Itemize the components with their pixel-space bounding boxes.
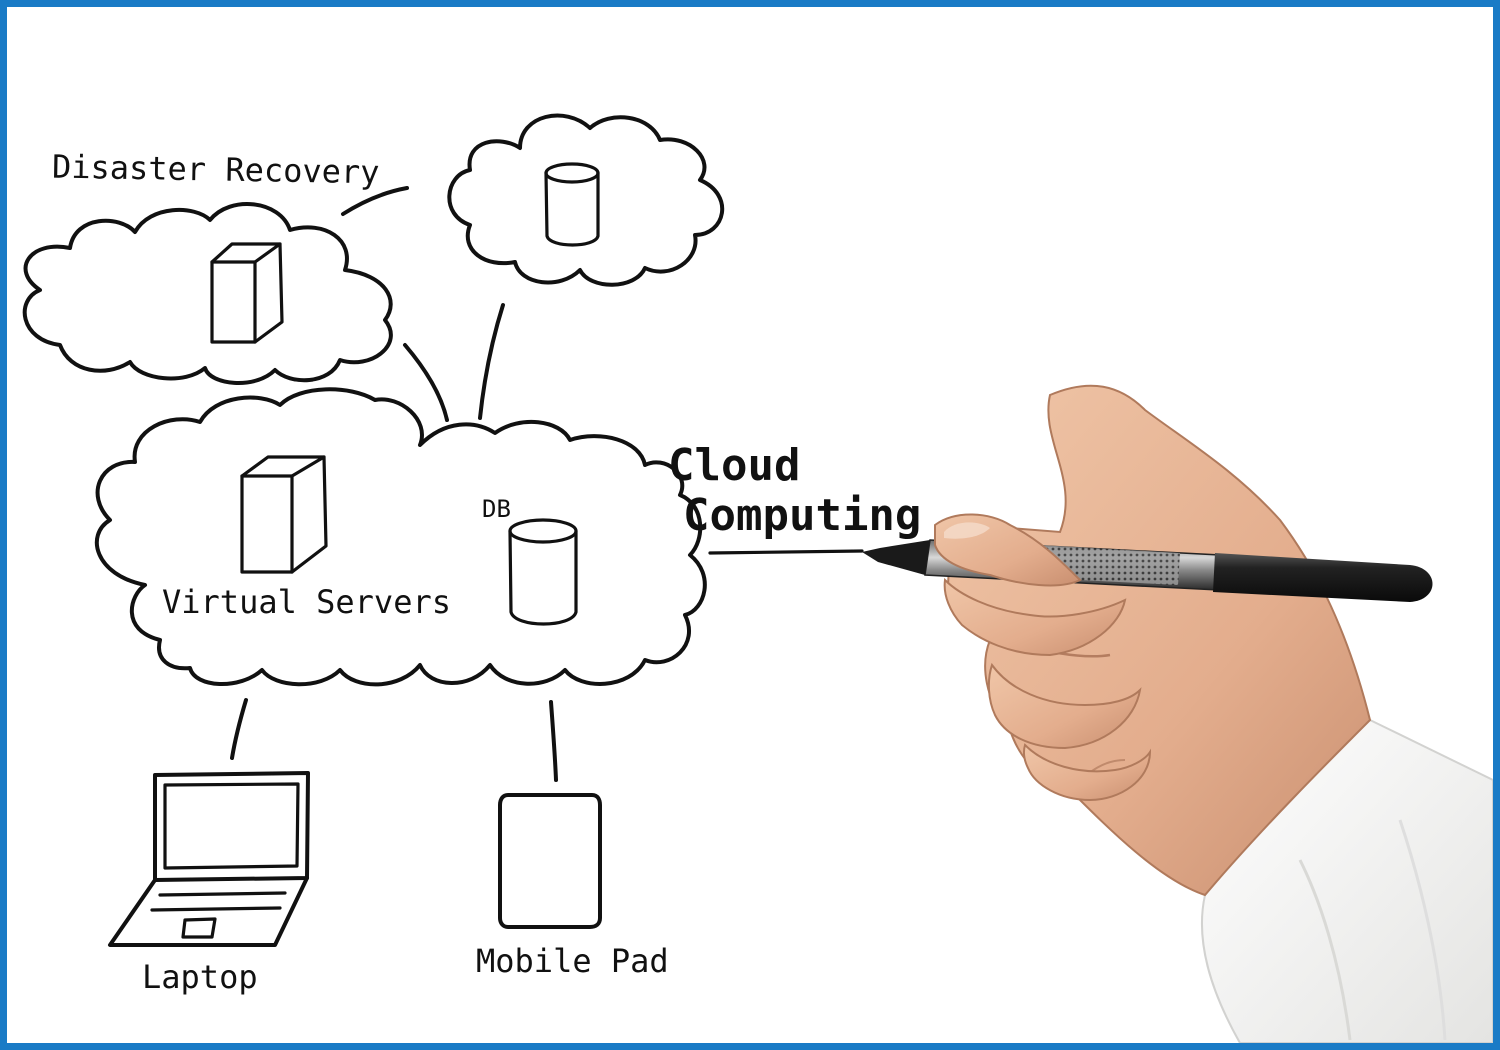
database-cloud xyxy=(447,113,725,287)
label-disaster-recovery: Disaster Recovery xyxy=(52,148,380,192)
pen-cap xyxy=(1213,553,1433,602)
hand-index-finger xyxy=(943,577,1127,657)
connector-to-pen xyxy=(708,549,864,555)
title-cloud: Cloud xyxy=(668,440,800,491)
label-mobile-pad: Mobile Pad xyxy=(476,942,669,980)
diagram-canvas: Disaster Recovery DB Virtual Servers Lap… xyxy=(22,113,1493,1043)
hand-middle-finger xyxy=(987,662,1142,750)
label-laptop: Laptop xyxy=(142,958,258,996)
disaster-recovery-cloud xyxy=(22,202,393,385)
label-virtual-servers: Virtual Servers xyxy=(162,583,451,621)
hand-with-pen-illustration xyxy=(862,384,1493,1043)
connector-dr-to-main xyxy=(403,343,449,422)
hand-ring-finger xyxy=(1023,743,1152,802)
connector-db-to-main xyxy=(478,303,505,420)
main-db-cylinder-icon xyxy=(508,518,578,626)
connector-dr-to-db xyxy=(341,186,409,216)
connector-to-laptop xyxy=(230,698,248,760)
pen-tip xyxy=(862,540,930,575)
connector-to-mobile-pad xyxy=(549,700,558,782)
database-cylinder-icon xyxy=(544,162,600,247)
label-db: DB xyxy=(482,495,511,523)
virtual-server-icon xyxy=(240,455,328,574)
disaster-recovery-server-icon xyxy=(210,242,284,344)
main-cloud xyxy=(94,387,707,687)
title-computing: Computing xyxy=(683,490,921,541)
laptop-icon xyxy=(108,771,310,947)
mobile-pad-icon xyxy=(498,793,602,929)
